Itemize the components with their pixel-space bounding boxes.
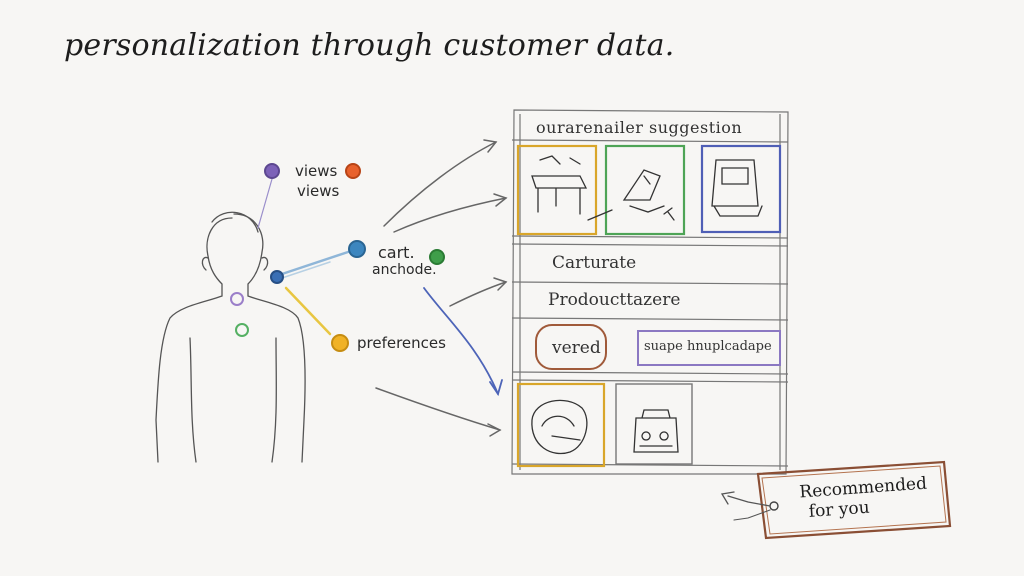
chip-suape: suape hnuplcadape	[644, 339, 772, 354]
person-connectors	[257, 171, 350, 336]
product-card-device	[700, 144, 782, 234]
views-dot	[264, 163, 280, 179]
panel-section-carturate: Carturate	[552, 253, 637, 273]
label-preferences: preferences	[357, 334, 446, 352]
cart-dot	[348, 240, 366, 258]
label-cart: cart.	[378, 243, 415, 262]
product-card-table	[516, 144, 598, 236]
gadget-sketch	[587, 169, 665, 221]
anchode-dot	[429, 249, 445, 265]
product-cards-row-2	[516, 382, 693, 468]
label-views-1: views	[295, 162, 338, 180]
product-sketches-row-2	[531, 399, 679, 455]
page-title: personalization through customer data.	[64, 28, 675, 63]
person-silhouette	[155, 211, 306, 463]
helmet-sketch	[531, 399, 588, 455]
preferences-dot	[331, 334, 349, 352]
label-views-2: views	[297, 182, 340, 200]
chip-vered: vered	[552, 338, 601, 358]
panel-chips	[535, 324, 781, 370]
views-dot-orange	[345, 163, 361, 179]
product-card-helmet	[516, 382, 606, 468]
table-sketch	[531, 175, 588, 215]
data-dots	[230, 163, 445, 352]
person-dot-green-ring	[235, 323, 249, 337]
chip-suape-frame	[637, 330, 781, 366]
product-card-gadget	[604, 144, 686, 236]
product-sketches-row-1	[531, 155, 763, 221]
label-anchode: anchode.	[372, 262, 437, 278]
panel-header: ourarenailer suggestion	[536, 118, 743, 137]
person-dot-purple-ring	[230, 292, 244, 306]
device-sketch	[711, 159, 763, 217]
product-cards-row-1	[516, 144, 782, 236]
panel-section-prodoucttazere: Prodoucttazere	[548, 290, 681, 310]
person-dot-blue	[270, 270, 284, 284]
recommended-tag	[720, 460, 952, 540]
appliance-sketch	[633, 409, 679, 453]
product-card-appliance	[615, 383, 693, 465]
flow-arrows	[375, 139, 508, 437]
chip-vered-frame	[535, 324, 607, 370]
